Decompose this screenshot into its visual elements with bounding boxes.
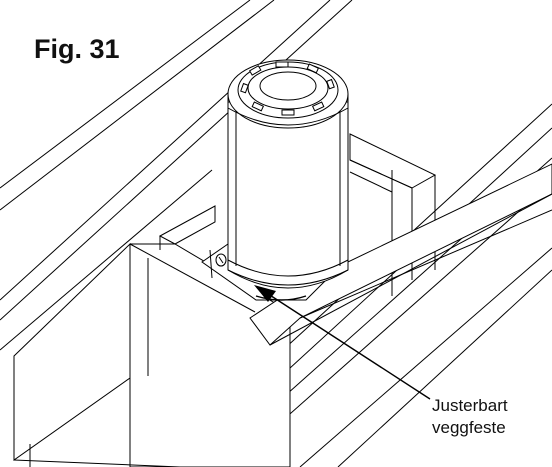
callout-line-1: Justerbart xyxy=(432,396,508,415)
callout-text: Justerbart veggfeste xyxy=(432,395,508,439)
figure-label: Fig. 31 xyxy=(34,34,120,64)
pipe-terminal xyxy=(227,59,349,129)
front-board xyxy=(249,163,552,346)
trough-wall xyxy=(13,236,291,467)
chimney-pipe xyxy=(227,101,349,289)
callout-arrow xyxy=(254,285,431,400)
callout-line-2: veggfeste xyxy=(432,418,506,437)
